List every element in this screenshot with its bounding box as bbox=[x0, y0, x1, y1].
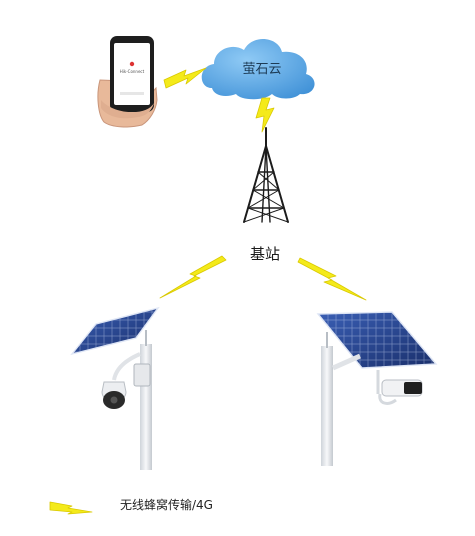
bracket bbox=[331, 353, 362, 371]
base-station-tower bbox=[243, 127, 289, 223]
bracket bbox=[112, 352, 141, 381]
solar-camera-right bbox=[316, 311, 438, 466]
phone-screen bbox=[114, 43, 150, 105]
lightning-icon bbox=[255, 97, 275, 133]
lightning-icon bbox=[159, 255, 227, 299]
solar-camera-left bbox=[70, 306, 160, 470]
cloud-label: 萤石云 bbox=[242, 62, 282, 77]
lightning-icon bbox=[297, 257, 367, 301]
app-logo-icon bbox=[129, 61, 135, 67]
lightning-icon bbox=[163, 67, 207, 89]
phone-screen-title: Hik-Connect bbox=[119, 69, 145, 74]
cloud-icon bbox=[201, 38, 315, 100]
cloud-service bbox=[201, 38, 315, 100]
wireless-links bbox=[49, 67, 367, 515]
legend-label: 无线蜂窝传输/4G bbox=[120, 498, 213, 512]
pole bbox=[140, 344, 152, 470]
lightning-icon bbox=[49, 501, 93, 515]
phone-screen-bar bbox=[120, 92, 144, 95]
battery-box bbox=[133, 363, 151, 387]
smartphone-in-hand bbox=[97, 36, 158, 128]
base-station-label: 基站 bbox=[249, 245, 280, 263]
pole bbox=[321, 346, 333, 466]
